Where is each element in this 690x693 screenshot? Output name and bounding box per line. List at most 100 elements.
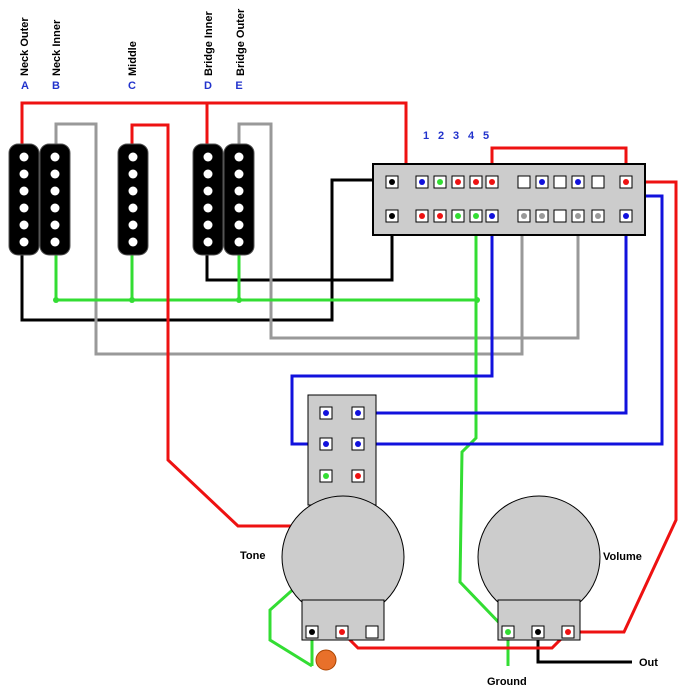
- switch-lug: [451, 175, 465, 189]
- switch-position-1: 1: [423, 130, 429, 142]
- pole-piece: [203, 186, 213, 196]
- pole-piece: [234, 203, 244, 213]
- wire-black-out: [536, 632, 632, 664]
- pole-piece: [203, 152, 213, 162]
- pickup-letter-e: E: [235, 80, 242, 92]
- wire-red-volume: [340, 180, 678, 650]
- pickup-label-c: Middle: [127, 41, 139, 76]
- switch-lug: [517, 175, 531, 189]
- tone-pot: [281, 394, 405, 641]
- tone-pot-lug: [335, 625, 349, 639]
- pickup-label-b: Neck Inner: [51, 19, 63, 76]
- pole-piece: [203, 237, 213, 247]
- switch-lug: [535, 209, 549, 223]
- tone-switch-lug: [319, 406, 333, 420]
- switch-lug: [571, 209, 585, 223]
- pickup-letter-c: C: [128, 80, 136, 92]
- pole-piece: [234, 237, 244, 247]
- pole-piece: [128, 237, 138, 247]
- tone-switch-lug: [351, 406, 365, 420]
- pole-piece: [203, 169, 213, 179]
- switch-lug: [485, 175, 499, 189]
- wire-gray-bridge-outer: [237, 122, 580, 340]
- ground-label: Ground: [487, 676, 527, 688]
- switch-lug: [451, 209, 465, 223]
- volume-label: Volume: [603, 551, 642, 563]
- pole-piece: [128, 203, 138, 213]
- pole-piece: [234, 169, 244, 179]
- switch-lug: [433, 209, 447, 223]
- pickup-label-a: Neck Outer: [19, 17, 31, 76]
- wire-black-neck-outer: [20, 178, 390, 322]
- wire-green-common: [54, 255, 477, 302]
- switch-lug: [535, 175, 549, 189]
- switch-lug: [385, 209, 399, 223]
- pickup-letter-b: B: [52, 80, 60, 92]
- switch-lug: [433, 175, 447, 189]
- tone-label: Tone: [240, 550, 265, 562]
- pickup-label-d: Bridge Inner: [203, 10, 215, 76]
- wire-black-bridge-inner: [205, 216, 394, 282]
- pole-piece: [50, 203, 60, 213]
- pole-piece: [203, 220, 213, 230]
- wire-junction: [129, 297, 135, 303]
- switch-lug: [485, 209, 499, 223]
- pole-piece: [128, 169, 138, 179]
- pole-piece: [234, 220, 244, 230]
- tone-switch-lug: [351, 469, 365, 483]
- switch-position-2: 2: [438, 130, 444, 142]
- pole-piece: [19, 169, 29, 179]
- pole-piece: [19, 237, 29, 247]
- tone-capacitor: [315, 649, 337, 671]
- wire-junction: [236, 297, 242, 303]
- pole-piece: [19, 220, 29, 230]
- pole-piece: [234, 186, 244, 196]
- pole-piece: [50, 186, 60, 196]
- pole-piece: [50, 237, 60, 247]
- pole-piece: [234, 152, 244, 162]
- switch-lug: [619, 209, 633, 223]
- switch-lug: [385, 175, 399, 189]
- volume-pot-lug: [561, 625, 575, 639]
- volume-pot-lug: [531, 625, 545, 639]
- switch-lug: [469, 209, 483, 223]
- pole-piece: [128, 186, 138, 196]
- wire-junction: [53, 297, 59, 303]
- pole-piece: [19, 186, 29, 196]
- switch-lug: [553, 175, 567, 189]
- switch-lug: [553, 209, 567, 223]
- pole-piece: [19, 203, 29, 213]
- pickup-coil-e: [223, 143, 255, 256]
- pickup-coil-c: [117, 143, 149, 256]
- switch-lug: [517, 209, 531, 223]
- tone-switch-lug: [319, 437, 333, 451]
- pole-piece: [50, 220, 60, 230]
- pickup-letter-a: A: [21, 80, 29, 92]
- switch-lug: [571, 175, 585, 189]
- pole-piece: [203, 203, 213, 213]
- switch-position-3: 3: [453, 130, 459, 142]
- pole-piece: [50, 152, 60, 162]
- switch-lug: [415, 175, 429, 189]
- out-label: Out: [639, 657, 658, 669]
- tone-switch-lug: [351, 437, 365, 451]
- switch-position-5: 5: [483, 130, 489, 142]
- volume-pot: [477, 495, 601, 641]
- pole-piece: [50, 169, 60, 179]
- wire-gray-neck-inner: [54, 122, 524, 356]
- pole-piece: [128, 152, 138, 162]
- pole-piece: [128, 220, 138, 230]
- pickup-coil-d: [192, 143, 224, 256]
- volume-pot-lug: [501, 625, 515, 639]
- pickup-coil-a: [8, 143, 40, 256]
- tone-switch-lug: [319, 469, 333, 483]
- switch-lug: [469, 175, 483, 189]
- pickup-coil-b: [39, 143, 71, 256]
- switch-lug: [619, 175, 633, 189]
- switch-lug: [591, 209, 605, 223]
- pickup-label-e: Bridge Outer: [235, 8, 247, 76]
- pole-piece: [19, 152, 29, 162]
- tone-pot-lug: [305, 625, 319, 639]
- five-way-switch: [372, 163, 646, 236]
